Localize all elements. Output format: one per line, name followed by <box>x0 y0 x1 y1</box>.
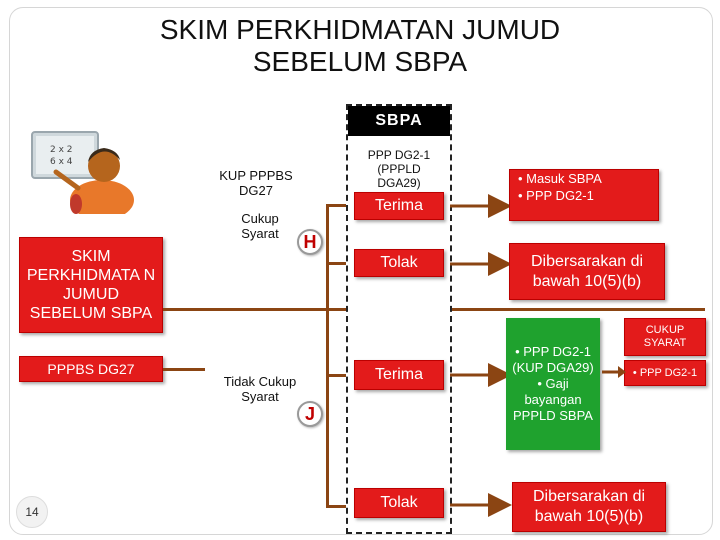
tolak-box-2: Tolak <box>354 488 444 518</box>
title-line-2: SEBELUM SBPA <box>0 46 720 78</box>
masuk-item-1: • Masuk SBPA <box>518 170 602 187</box>
tolak-box-1: Tolak <box>354 249 444 277</box>
svg-text:2 x 2: 2 x 2 <box>50 145 73 155</box>
green-item-2: • Gaji bayangan PPPLD SBPA <box>510 376 596 424</box>
tidak-cukup-label: Tidak Cukup Syarat <box>210 374 310 404</box>
arrow-to-ppp <box>600 360 626 380</box>
cukup-syarat-label: Cukup Syarat <box>222 211 298 241</box>
title-line-1: SKIM PERKHIDMATAN JUMUD <box>0 14 720 46</box>
connector-line <box>163 368 205 371</box>
slide-title: SKIM PERKHIDMATAN JUMUD SEBELUM SBPA <box>0 14 720 78</box>
ppp-dg21-box: • PPP DG2-1 <box>624 360 706 386</box>
grade-box: PPPBS DG27 <box>19 356 163 382</box>
teacher-icon: 2 x 2 6 x 4 <box>26 128 150 214</box>
dibersarakan-box-1: Dibersarakan di bawah 10(5)(b) <box>509 243 665 300</box>
svg-text:6 x 4: 6 x 4 <box>50 157 73 167</box>
ppp-dg21-label: PPP DG2-1 (PPPLD DGA29) <box>356 148 442 190</box>
page-number: 14 <box>16 496 48 528</box>
masuk-sbpa-box: • Masuk SBPA • PPP DG2-1 <box>509 169 659 221</box>
cukup-syarat-box: CUKUP SYARAT <box>624 318 706 356</box>
skim-main-box: SKIM PERKHIDMATA N JUMUD SEBELUM SBPA <box>19 237 163 333</box>
dibersarakan-box-2: Dibersarakan di bawah 10(5)(b) <box>512 482 666 532</box>
kup-label: KUP PPPBS DG27 <box>206 168 306 198</box>
masuk-item-2: • PPP DG2-1 <box>518 187 594 204</box>
terima-box-2: Terima <box>354 360 444 390</box>
marker-h: H <box>297 229 323 255</box>
sbpa-header: SBPA <box>348 106 450 136</box>
terima-box-1: Terima <box>354 192 444 220</box>
marker-j: J <box>297 401 323 427</box>
green-info-box: • PPP DG2-1 (KUP DGA29) • Gaji bayangan … <box>506 318 600 450</box>
connector-line <box>326 204 329 508</box>
green-item-1: • PPP DG2-1 (KUP DGA29) <box>510 344 596 376</box>
